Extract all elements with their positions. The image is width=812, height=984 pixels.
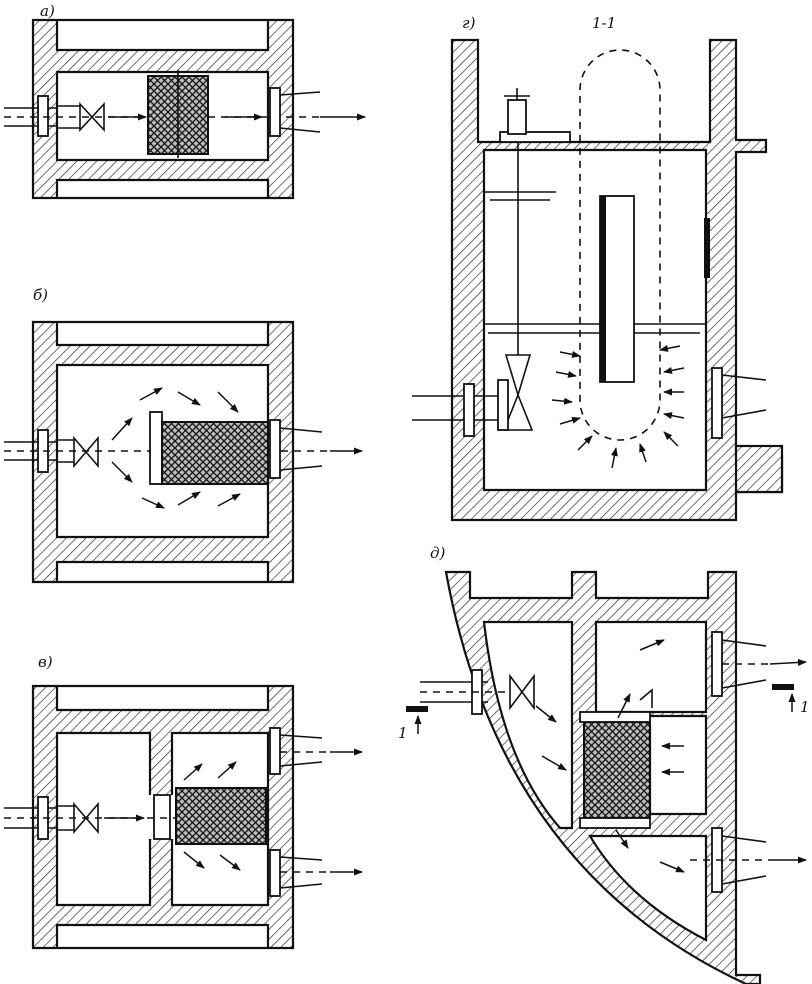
label-v: в)	[38, 653, 53, 671]
section-marker-right-label: 1	[800, 698, 810, 716]
chamber-a-walls	[31, 18, 295, 200]
label-a: а)	[40, 2, 55, 20]
section-marker-left	[406, 706, 428, 712]
section-marker-right	[772, 684, 794, 690]
section-label: 1-1	[592, 14, 616, 32]
diagram-a: а)	[4, 2, 366, 200]
valve-v-icon	[73, 801, 99, 835]
diagram-g-section: г) 1-1	[412, 14, 784, 522]
valve-b-icon	[73, 435, 99, 469]
section-marker-left-label: 1	[398, 724, 408, 742]
outlet-flange-a	[269, 87, 281, 137]
valve-stem-housing	[507, 99, 527, 135]
diagram-v: в)	[4, 653, 363, 950]
valve-a-icon	[79, 101, 105, 133]
valve-g-icon	[502, 392, 534, 431]
filter-cartridge-b	[161, 421, 269, 485]
diagram-b: б)	[4, 286, 363, 584]
label-b: б)	[33, 286, 48, 304]
cartridge-outline-dashed	[579, 49, 661, 441]
label-d: д)	[430, 544, 446, 562]
chamber-b-walls	[31, 320, 295, 584]
filter-cartridge-v	[175, 787, 267, 845]
outlet-channel-block	[734, 444, 784, 494]
valve-d-icon	[509, 673, 535, 711]
baffle-plate-b	[149, 411, 163, 485]
diagram-d: д) 1 1	[398, 544, 810, 984]
filter-cartridge-d	[583, 721, 651, 819]
label-g: г)	[462, 14, 476, 32]
flange-a	[37, 95, 49, 137]
